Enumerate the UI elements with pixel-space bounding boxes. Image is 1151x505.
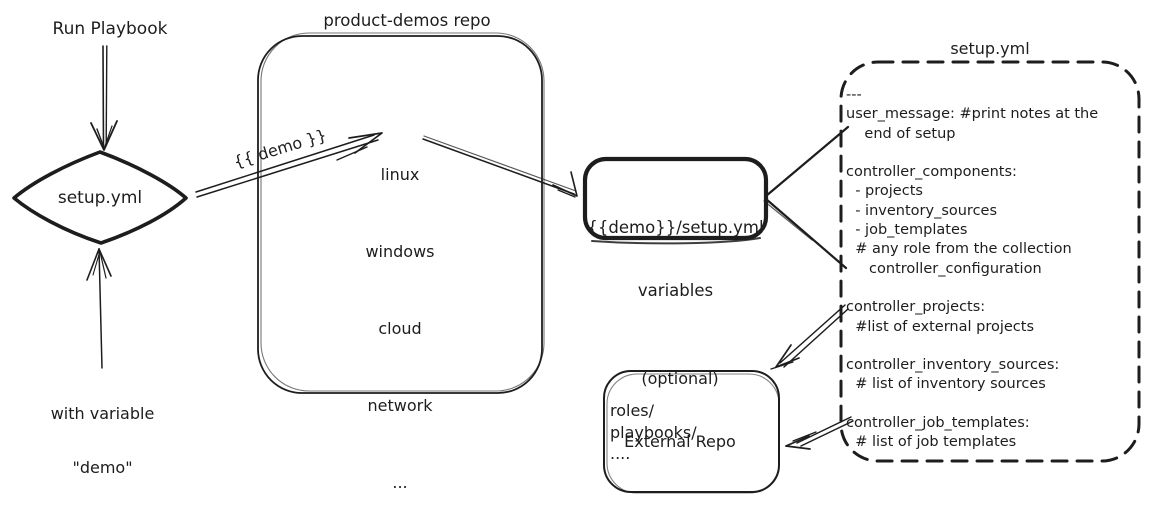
repo-item-network: network [367,396,433,415]
with-variable-label: with variable "demo" [30,369,175,505]
templates-to-external-repo-arrow [785,416,854,450]
external-repo-title-line2: External Repo [624,432,736,451]
external-repo-title-line1: (optional) [641,369,719,388]
setup-yml-content: --- user_message: #print notes at the en… [846,87,1099,451]
external-repo-title: (optional) External Repo [604,326,756,494]
with-variable-arrow [86,248,112,369]
run-playbook-label: Run Playbook [52,19,168,39]
with-variable-line2: "demo" [72,458,133,477]
external-repo-content: roles/ playbooks/ .... [610,401,697,463]
variables-box-label: {{demo}}/setup.yml variables [585,175,766,343]
diamond-shape [12,150,188,245]
external-repo-box [603,370,780,494]
projects-to-external-repo-arrow [770,304,849,370]
with-variable-line1: with variable [50,404,155,423]
repo-item-linux: linux [380,165,420,184]
setup-yml-dashed-box [839,60,1141,463]
variables-box-line2: variables [637,281,714,300]
variables-to-setupyml-lines [763,125,850,270]
product-demos-repo-box [257,32,545,394]
repo-title: product-demos repo [323,11,491,30]
variables-box-line1: {{demo}}/setup.yml [587,218,764,237]
demo-variable-arrow [195,132,383,198]
diamond-setup-yml-label: setup.yml [57,188,143,208]
repo-item-ellipsis: ... [392,473,408,492]
linux-to-variables-arrow [422,135,578,198]
repo-item-list: linux windows cloud network ... [339,117,461,505]
repo-item-cloud: cloud [378,319,422,338]
setup-yml-title: setup.yml [950,39,1030,58]
run-playbook-arrow [90,45,118,151]
repo-item-windows: windows [365,242,435,261]
